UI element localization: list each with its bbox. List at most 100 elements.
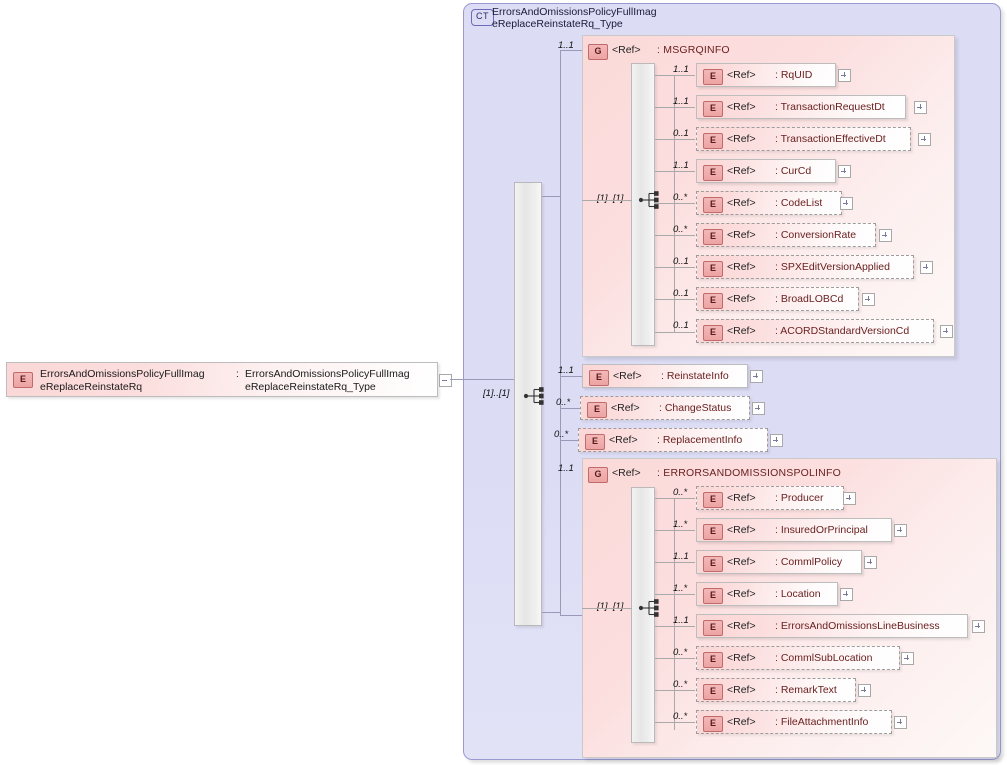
connector-row-location	[655, 594, 695, 595]
element-box-reinstateinfo[interactable]: E <Ref> : ReinstateInfo	[582, 364, 748, 388]
element-box-insuredorprincipal[interactable]: E <Ref> : InsuredOrPrincipal	[696, 518, 892, 542]
element-box-broadlobcd[interactable]: E <Ref> : BroadLOBCd	[696, 287, 859, 311]
element-badge-broadlobcd: E	[703, 293, 723, 309]
group-sep-errorsandomissionspolinfo: :	[657, 467, 661, 479]
expand-icon-spxeditversionapplied[interactable]	[920, 261, 933, 274]
expand-icon-reinstateinfo[interactable]	[750, 370, 763, 383]
element-box-changestatus[interactable]: E <Ref> : ChangeStatus	[580, 396, 750, 420]
expand-icon-transactionrequestdt[interactable]	[914, 101, 927, 114]
expand-icon-insuredorprincipal[interactable]	[894, 524, 907, 537]
element-box-rquid[interactable]: E <Ref> : RqUID	[696, 63, 836, 87]
element-badge-fileattachmentinfo: E	[703, 716, 723, 732]
element-box-replacementinfo[interactable]: E <Ref> : ReplacementInfo	[578, 428, 768, 452]
connector-row-errorsandomissionslinebusiness	[655, 626, 695, 627]
element-ref-broadlobcd: <Ref>	[727, 293, 756, 305]
element-ref-replacementinfo: <Ref>	[609, 434, 638, 446]
main-sequence-occurs: [1]..[1]	[483, 388, 510, 399]
group-ref-msgrqinfo: <Ref>	[612, 44, 641, 56]
sequence-bar-main	[514, 182, 542, 626]
complextype-badge: CT	[471, 9, 494, 26]
expand-icon-commlpolicy[interactable]	[864, 556, 877, 569]
expand-icon-conversionrate[interactable]	[879, 229, 892, 242]
element-ref-transactionrequestdt: <Ref>	[727, 101, 756, 113]
element-box-remarktext[interactable]: E <Ref> : RemarkText	[696, 678, 856, 702]
occurs-commlpolicy: 1..1	[673, 551, 689, 562]
root-element-name-line2: eReplaceReinstateRq	[40, 381, 143, 393]
connector-row-rquid	[655, 75, 695, 76]
connector-group2-in	[582, 608, 632, 609]
expand-icon-errorsandomissionslinebusiness[interactable]	[972, 620, 985, 633]
element-name-rquid: : RqUID	[775, 69, 813, 81]
element-name-errorsandomissionslinebusiness: : ErrorsAndOmissionsLineBusiness	[775, 620, 940, 632]
expand-icon-location[interactable]	[840, 588, 853, 601]
expand-icon-commlsublocation[interactable]	[901, 652, 914, 665]
element-badge-changestatus: E	[587, 402, 607, 418]
connector-row-curcd	[655, 171, 695, 172]
element-box-spxeditversionapplied[interactable]: E <Ref> : SPXEditVersionApplied	[696, 255, 914, 279]
element-box-transactionrequestdt[interactable]: E <Ref> : TransactionRequestDt	[696, 95, 906, 119]
expand-icon-acordstandardversioncd[interactable]	[940, 325, 953, 338]
element-ref-commlpolicy: <Ref>	[727, 556, 756, 568]
group-badge-msgrqinfo: G	[588, 44, 608, 60]
element-name-producer: : Producer	[775, 492, 824, 504]
expand-icon-rquid[interactable]	[838, 69, 851, 82]
occurs-conversionrate: 0..*	[673, 224, 688, 235]
element-name-transactionrequestdt: : TransactionRequestDt	[775, 101, 885, 113]
occurs-commlsublocation: 0..*	[673, 647, 688, 658]
occurs-errorsandomissionslinebusiness: 1..1	[673, 615, 689, 626]
expand-icon-codelist[interactable]	[840, 197, 853, 210]
element-name-curcd: : CurCd	[775, 165, 812, 177]
root-element-collapse-icon[interactable]	[439, 374, 452, 387]
element-box-codelist[interactable]: E <Ref> : CodeList	[696, 191, 842, 215]
connector-row-transactionrequestdt	[655, 107, 695, 108]
element-box-fileattachmentinfo[interactable]: E <Ref> : FileAttachmentInfo	[696, 710, 892, 734]
occurs-insuredorprincipal: 1..*	[673, 519, 688, 530]
group-label-errorsandomissionspolinfo: ERRORSANDOMISSIONSPOLINFO	[663, 467, 841, 479]
root-element-separator: :	[236, 368, 239, 380]
element-badge-transactioneffectivedt: E	[703, 133, 723, 149]
expand-icon-remarktext[interactable]	[858, 684, 871, 697]
element-box-errorsandomissionslinebusiness[interactable]: E <Ref> : ErrorsAndOmissionsLineBusiness	[696, 614, 968, 638]
element-name-insuredorprincipal: : InsuredOrPrincipal	[775, 524, 868, 536]
expand-icon-replacementinfo[interactable]	[770, 434, 783, 447]
connector-main-branch-msgrqinfo	[542, 196, 561, 197]
element-box-acordstandardversioncd[interactable]: E <Ref> : ACORDStandardVersionCd	[696, 319, 934, 343]
connector-main-seq-out	[542, 612, 561, 613]
group-name-msgrqinfo: : MSGRQINFO	[657, 44, 730, 56]
expand-icon-fileattachmentinfo[interactable]	[894, 716, 907, 729]
group-errorsandomissionspolinfo-occurs: 1..1	[558, 463, 574, 474]
connector-row-conversionrate	[655, 235, 695, 236]
element-name-spxeditversionapplied: : SPXEditVersionApplied	[775, 261, 890, 273]
expand-icon-transactioneffectivedt[interactable]	[918, 133, 931, 146]
expand-icon-producer[interactable]	[843, 492, 856, 505]
connector-row-codelist	[655, 203, 695, 204]
root-element-box[interactable]: E ErrorsAndOmissionsPolicyFullImag eRepl…	[6, 362, 438, 397]
element-name-remarktext: : RemarkText	[775, 684, 837, 696]
element-name-reinstateinfo: : ReinstateInfo	[661, 370, 729, 382]
element-box-transactioneffectivedt[interactable]: E <Ref> : TransactionEffectiveDt	[696, 127, 911, 151]
occurs-rquid: 1..1	[673, 64, 689, 75]
element-box-commlsublocation[interactable]: E <Ref> : CommlSubLocation	[696, 646, 900, 670]
root-element-name-line1: ErrorsAndOmissionsPolicyFullImag	[40, 368, 205, 380]
element-badge: E	[13, 372, 33, 388]
element-box-conversionrate[interactable]: E <Ref> : ConversionRate	[696, 223, 876, 247]
complextype-title-line2: eReplaceReinstateRq_Type	[492, 18, 623, 30]
occurs-remarktext: 0..*	[673, 679, 688, 690]
element-box-curcd[interactable]: E <Ref> : CurCd	[696, 159, 836, 183]
element-box-location[interactable]: E <Ref> : Location	[696, 582, 838, 606]
element-badge-acordstandardversioncd: E	[703, 325, 723, 341]
element-ref-conversionrate: <Ref>	[727, 229, 756, 241]
element-badge-commlpolicy: E	[703, 556, 723, 572]
expand-icon-changestatus[interactable]	[752, 402, 765, 415]
element-badge-replacementinfo: E	[585, 434, 605, 450]
element-name-commlpolicy: : CommlPolicy	[775, 556, 843, 568]
element-badge-transactionrequestdt: E	[703, 101, 723, 117]
occurs-spxeditversionapplied: 0..1	[673, 256, 689, 267]
expand-icon-broadlobcd[interactable]	[862, 293, 875, 306]
expand-icon-curcd[interactable]	[838, 165, 851, 178]
occurs-curcd: 1..1	[673, 160, 689, 171]
element-ref-changestatus: <Ref>	[611, 402, 640, 414]
element-box-commlpolicy[interactable]: E <Ref> : CommlPolicy	[696, 550, 862, 574]
element-box-producer[interactable]: E <Ref> : Producer	[696, 486, 844, 510]
